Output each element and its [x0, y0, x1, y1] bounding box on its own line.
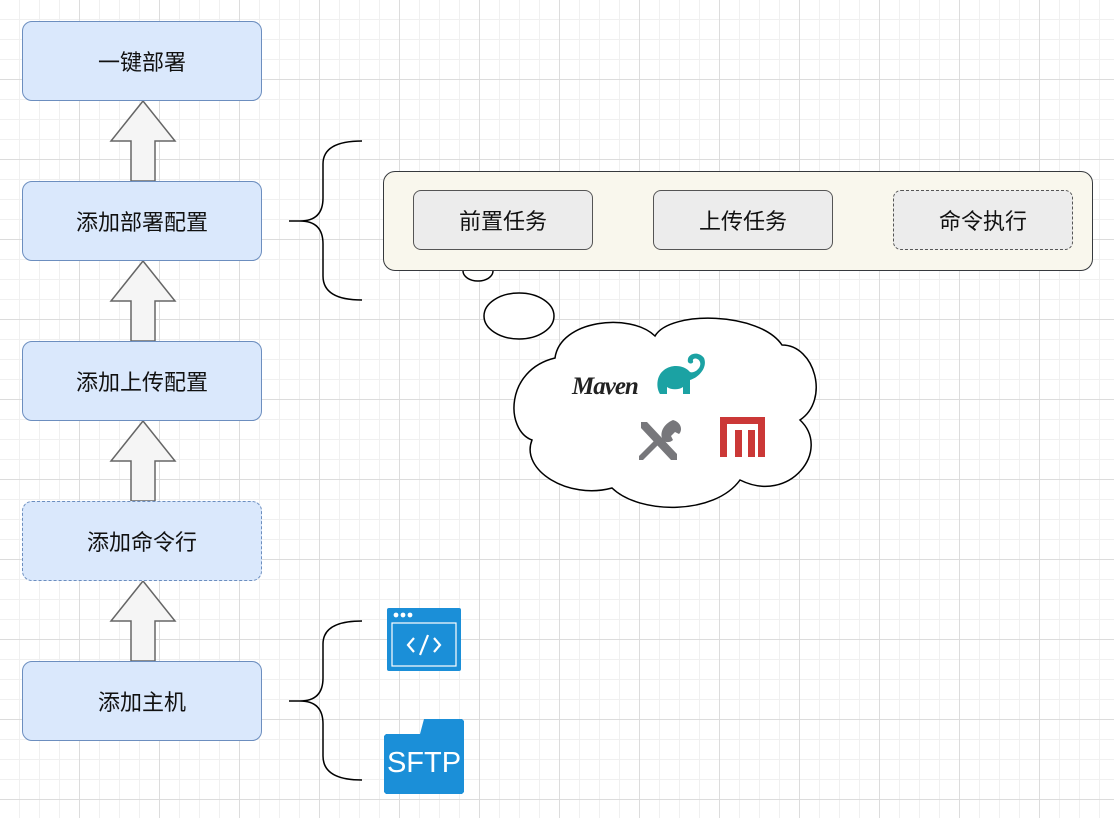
up-arrows	[109, 99, 177, 662]
task-pre[interactable]: 前置任务	[413, 190, 593, 250]
up-arrow-3	[109, 419, 177, 502]
tools-cloud	[513, 317, 817, 509]
sftp-folder-icon: SFTP	[384, 719, 464, 794]
code-window-icon	[387, 608, 461, 671]
step-label: 添加命令行	[86, 531, 197, 556]
task-command-exec[interactable]: 命令执行	[893, 190, 1073, 250]
maven-logo: Maven	[572, 373, 639, 405]
step-label: 添加上传配置	[75, 371, 208, 396]
step-add-host[interactable]: 添加主机	[22, 661, 262, 741]
step-one-click-deploy[interactable]: 一键部署	[22, 21, 262, 101]
step-label: 添加主机	[97, 691, 186, 716]
brace-deploy-config	[289, 140, 363, 301]
step-add-upload-config[interactable]: 添加上传配置	[22, 341, 262, 421]
gradle-elephant-icon	[657, 353, 705, 394]
step-label: 一键部署	[97, 51, 186, 76]
npm-logo	[720, 417, 765, 457]
task-label: 上传任务	[698, 210, 787, 235]
tools-icon	[639, 420, 681, 460]
thought-bubble-medium	[483, 292, 555, 340]
up-arrow-1	[109, 99, 177, 182]
maven-logo-text: Maven	[572, 373, 639, 400]
task-upload[interactable]: 上传任务	[653, 190, 833, 250]
step-add-deploy-config[interactable]: 添加部署配置	[22, 181, 262, 261]
step-add-command-line[interactable]: 添加命令行	[22, 501, 262, 581]
task-label: 命令执行	[938, 210, 1027, 235]
sftp-label: SFTP	[386, 747, 462, 779]
step-label: 添加部署配置	[75, 211, 208, 236]
folder-shape	[384, 719, 464, 794]
brace-host	[289, 620, 363, 781]
task-label: 前置任务	[458, 210, 547, 235]
up-arrow-4	[109, 579, 177, 662]
up-arrow-2	[109, 259, 177, 342]
